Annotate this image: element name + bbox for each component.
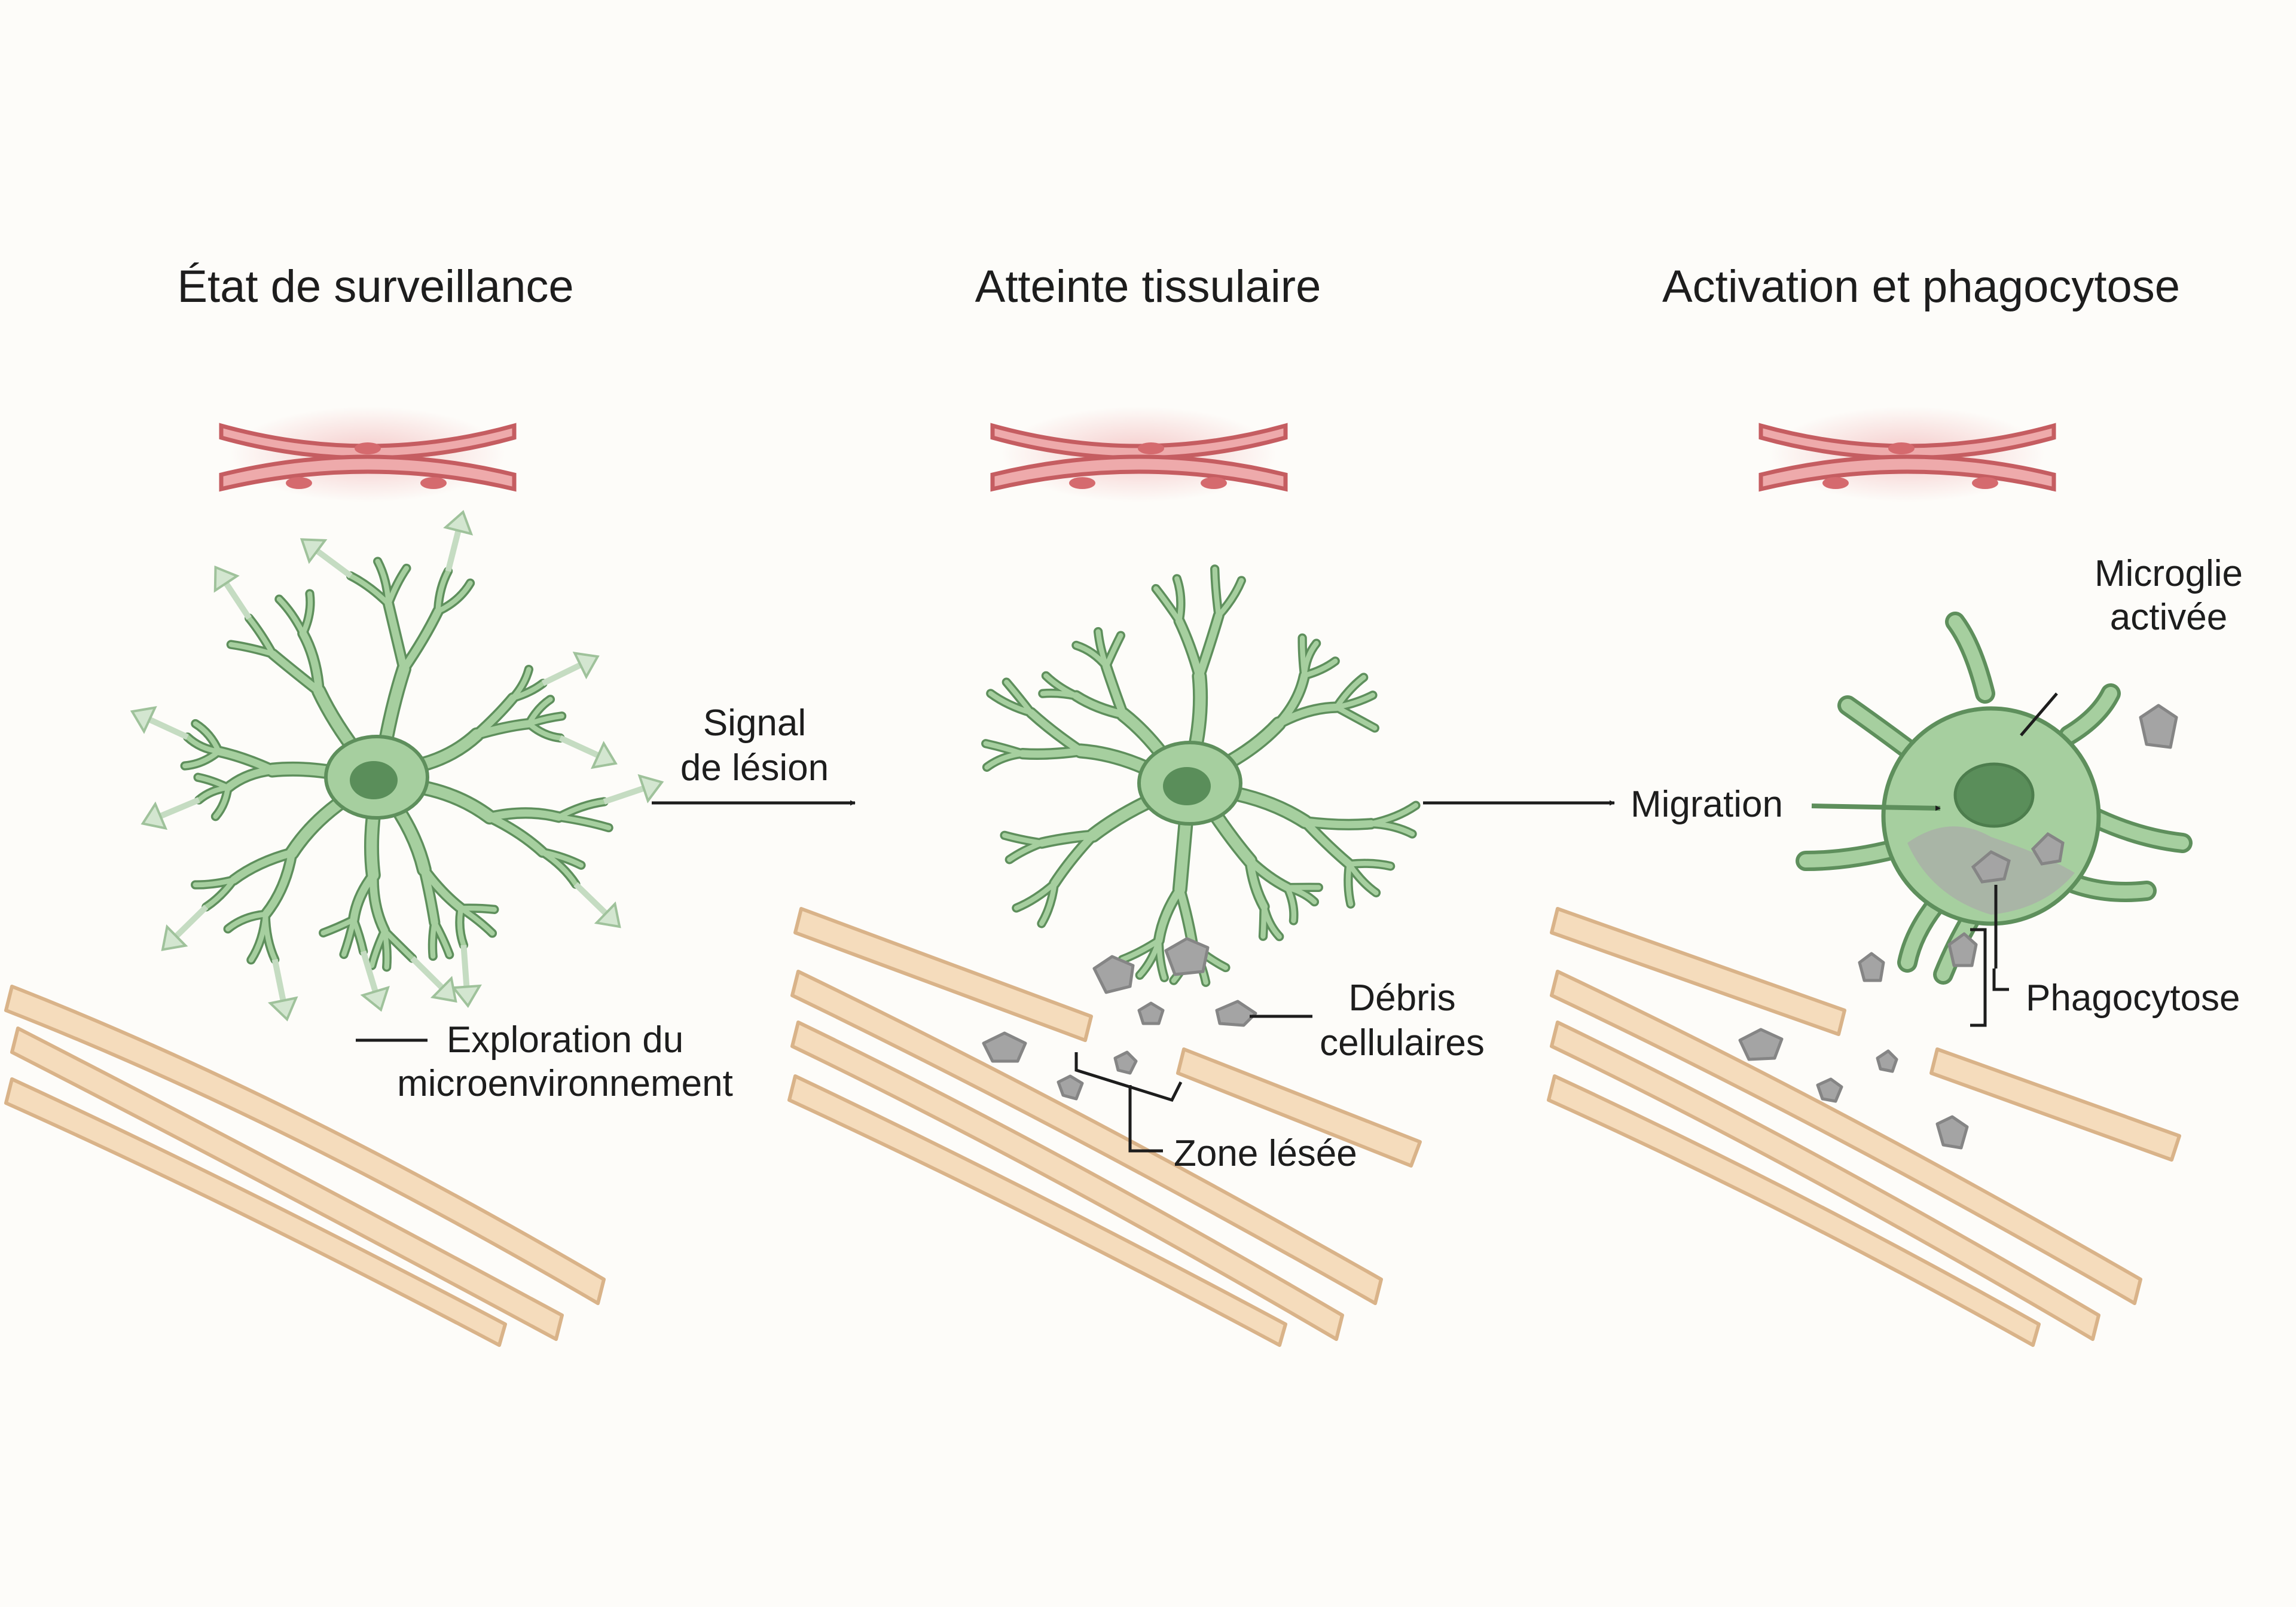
- label-injured-zone: Zone lésée: [1174, 1133, 1357, 1174]
- cellular-debris: [982, 704, 2178, 1150]
- label-signal: Signal: [703, 702, 806, 744]
- surveilling-microglia: [130, 510, 664, 1022]
- label-phagocytosis: Phagocytose: [2026, 977, 2240, 1019]
- blood-vessel-3: [1758, 407, 2056, 502]
- label-activated-2: activée: [2110, 597, 2227, 638]
- panel-title-injury: Atteinte tissulaire: [975, 261, 1321, 312]
- axon-bundle-3: [1547, 907, 2181, 1347]
- blood-vessel-2: [990, 407, 1288, 502]
- label-activated: Microglie: [2095, 553, 2243, 594]
- label-exploration: Exploration du: [447, 1019, 683, 1061]
- migration-to-cell-arrow: [1811, 804, 1941, 811]
- resting-microglia-near-injury: [981, 564, 1421, 987]
- exploration-arrows: [130, 510, 664, 1022]
- label-debris-2: cellulaires: [1320, 1022, 1485, 1064]
- panel-title-surveillance: État de surveillance: [177, 261, 573, 312]
- label-migration: Migration: [1631, 784, 1783, 825]
- label-debris: Débris: [1348, 977, 1455, 1019]
- label-exploration-2: microenvironnement: [397, 1063, 733, 1104]
- axon-bundle-2: [787, 907, 1422, 1347]
- label-signal-2: de lésion: [680, 747, 829, 789]
- leader-lines: [356, 692, 2058, 1153]
- blood-vessel-1: [219, 407, 517, 502]
- axon-bundle-1: [4, 985, 606, 1347]
- activated-microglia: [1796, 612, 2193, 985]
- panel-title-activation: Activation et phagocytose: [1662, 261, 2180, 312]
